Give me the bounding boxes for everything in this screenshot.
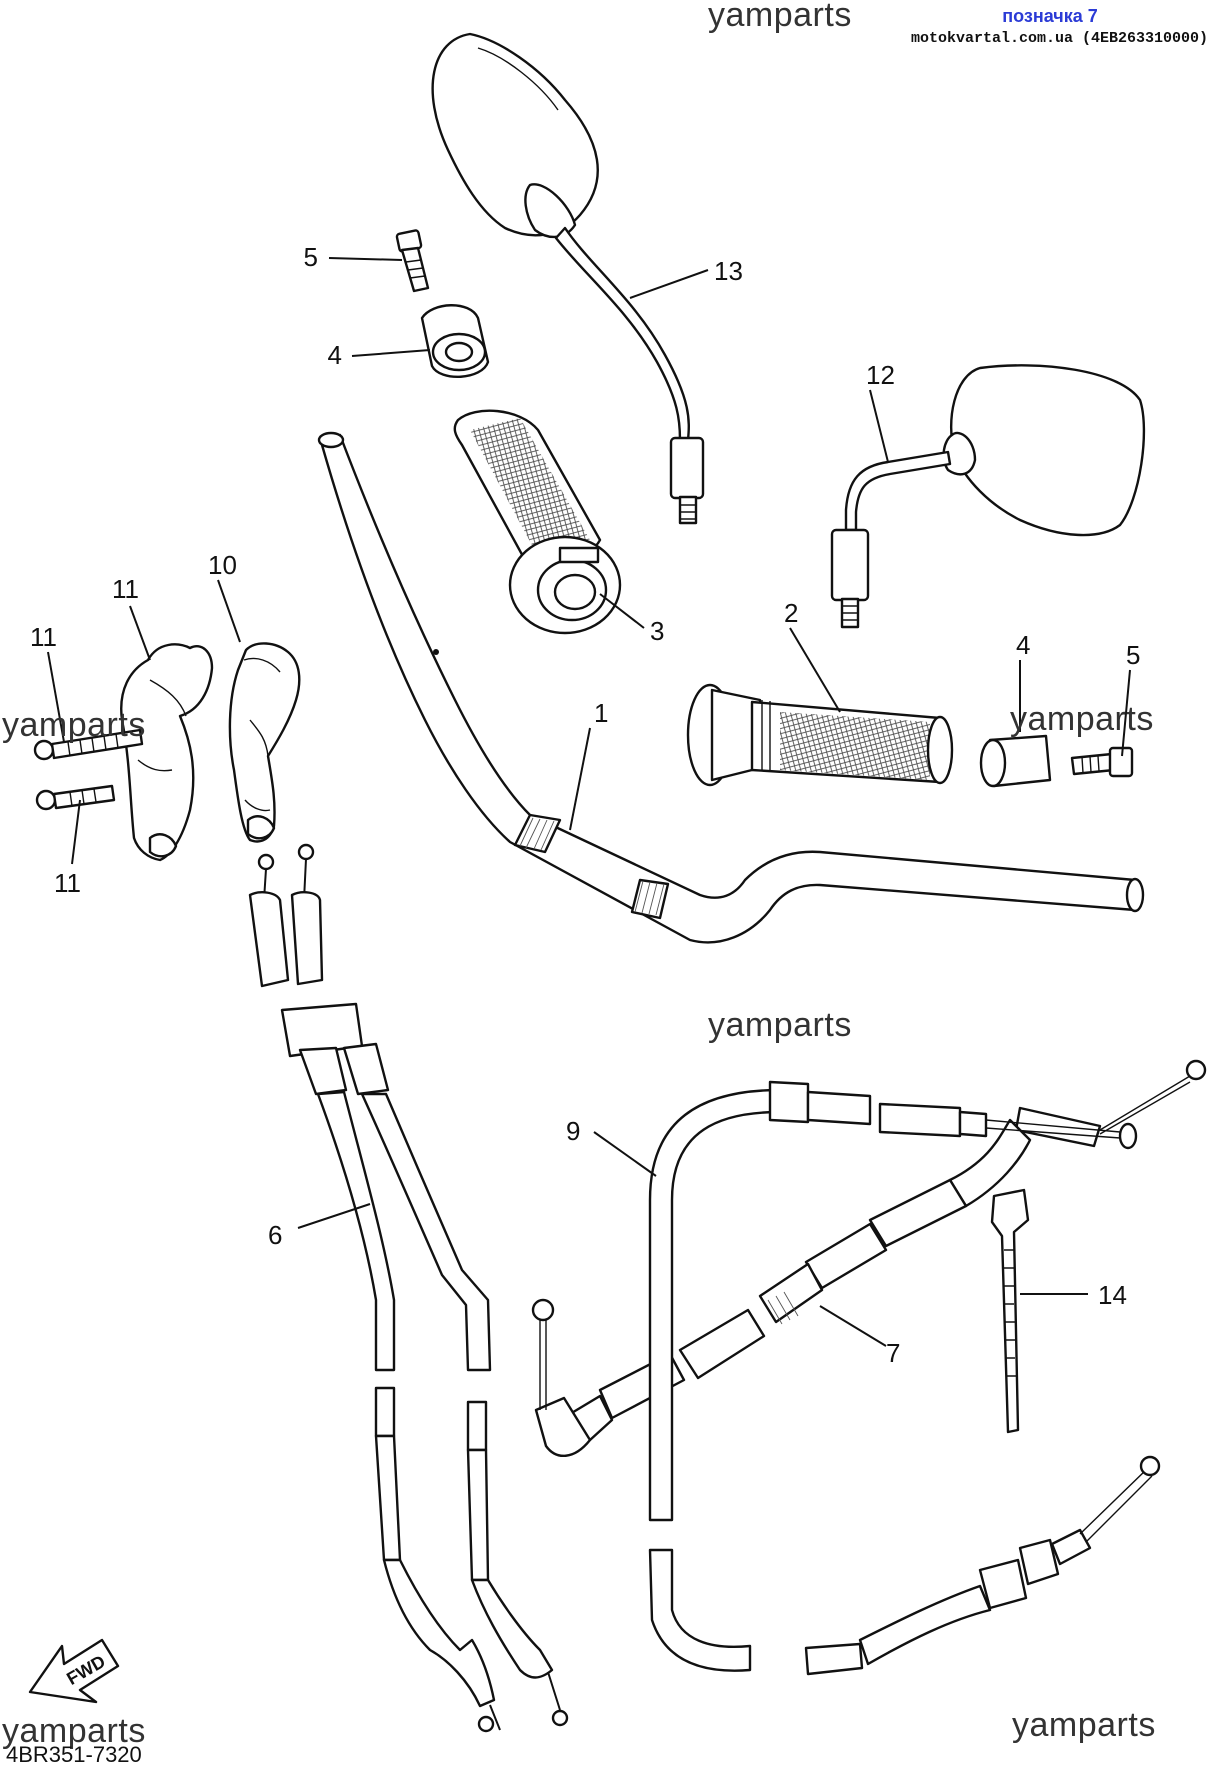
header-site: motokvartal.com.ua (4EB263310000): [910, 30, 1208, 47]
cable-tie-part[interactable]: [990, 1188, 1030, 1434]
bolt-top-part[interactable]: [395, 229, 430, 293]
callout-14: 14: [1098, 1280, 1127, 1310]
bolt-right-part[interactable]: [1070, 746, 1134, 778]
callout-5-right: 5: [1126, 640, 1140, 670]
mirror-left-part[interactable]: [431, 32, 705, 525]
handlebar-part[interactable]: [317, 431, 1145, 944]
throttle-cables-part[interactable]: [248, 843, 569, 1733]
header-link[interactable]: позначка 7: [1002, 6, 1098, 26]
callout-3: 3: [650, 616, 664, 646]
throttle-grip-part[interactable]: [453, 409, 622, 635]
screw-lower-part[interactable]: [35, 784, 116, 811]
callout-7: 7: [886, 1338, 900, 1368]
callout-8: 9: [566, 1116, 580, 1146]
mirror-right-part[interactable]: [830, 364, 1146, 629]
watermark-right: yamparts: [1010, 700, 1154, 738]
callout-11-top: 11: [30, 622, 57, 652]
watermark-bottom-left: yamparts: [2, 1712, 146, 1750]
fwd-arrow-icon: FWD: [28, 1638, 120, 1704]
bar-end-right-part[interactable]: [979, 734, 1052, 788]
bar-end-left-part[interactable]: [420, 304, 490, 379]
callout-10: 11: [112, 574, 139, 604]
callout-11-bottom: 11: [54, 868, 81, 898]
watermark-bottom-right: yamparts: [1012, 1706, 1156, 1744]
callout-4-left: 4: [328, 340, 342, 370]
callout-labels: 5 4 13 12 3 2 1 4 5 11 10 11 11 6 9 7 14: [30, 242, 1140, 1368]
callout-2: 2: [784, 598, 798, 628]
watermark-middle: yamparts: [708, 1006, 852, 1044]
screw-upper-part[interactable]: [33, 728, 144, 761]
diagram-code: 4BR351-7320: [6, 1742, 142, 1767]
callout-13: 13: [714, 256, 743, 286]
switch-housing-part[interactable]: [120, 643, 214, 862]
callout-1: 1: [594, 698, 608, 728]
callout-4-right: 4: [1016, 630, 1030, 660]
watermark-top: yamparts: [708, 0, 852, 34]
throttle-housing-part[interactable]: [228, 642, 301, 843]
left-grip-part[interactable]: [686, 683, 954, 787]
watermark-left: yamparts: [2, 706, 146, 744]
leader-lines: [47, 257, 1131, 1347]
callout-5-top: 5: [304, 242, 318, 272]
callout-12: 12: [866, 360, 895, 390]
callout-9: 10: [208, 550, 237, 580]
callout-6: 6: [268, 1220, 282, 1250]
cable-8-part[interactable]: [648, 1080, 1161, 1676]
